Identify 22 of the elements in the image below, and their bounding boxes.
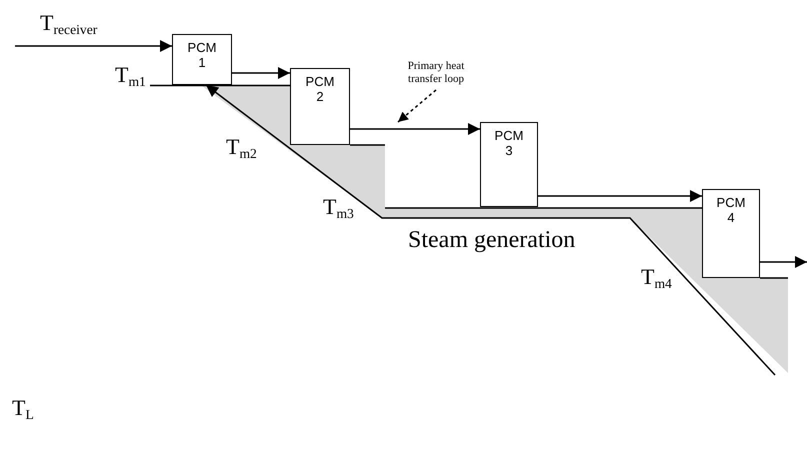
temperature-label: T$_{L}$: [12, 397, 34, 419]
annotation-text: Primary heat transfer loop: [392, 57, 480, 89]
temperature-label: T$_{m1}$: [115, 64, 146, 86]
box-label: PCM 2: [305, 75, 335, 105]
flow-arrow: [350, 123, 480, 135]
temperature-label: Steam generation: [408, 228, 576, 252]
temperature-label: T$_{m4}$: [641, 266, 672, 288]
temperature-label: T$_{m2}$: [226, 136, 257, 158]
flow-arrow: [538, 190, 702, 202]
flow-arrow: [760, 256, 807, 268]
box-label: PCM 4: [716, 196, 746, 226]
box-label: PCM 3: [494, 129, 524, 159]
box-label: PCM 1: [187, 41, 217, 71]
pcm-box: [480, 122, 538, 207]
leader-arrow: [398, 89, 436, 123]
flow-arrow: [232, 67, 290, 79]
pcm-box: [172, 34, 232, 85]
pcm-box: [290, 68, 350, 145]
flow-arrow: [15, 40, 172, 52]
temperature-label: T$_{receiver}$: [40, 12, 98, 34]
pcm-box: [702, 189, 760, 278]
temperature-label: T$_{m3}$: [323, 196, 354, 218]
